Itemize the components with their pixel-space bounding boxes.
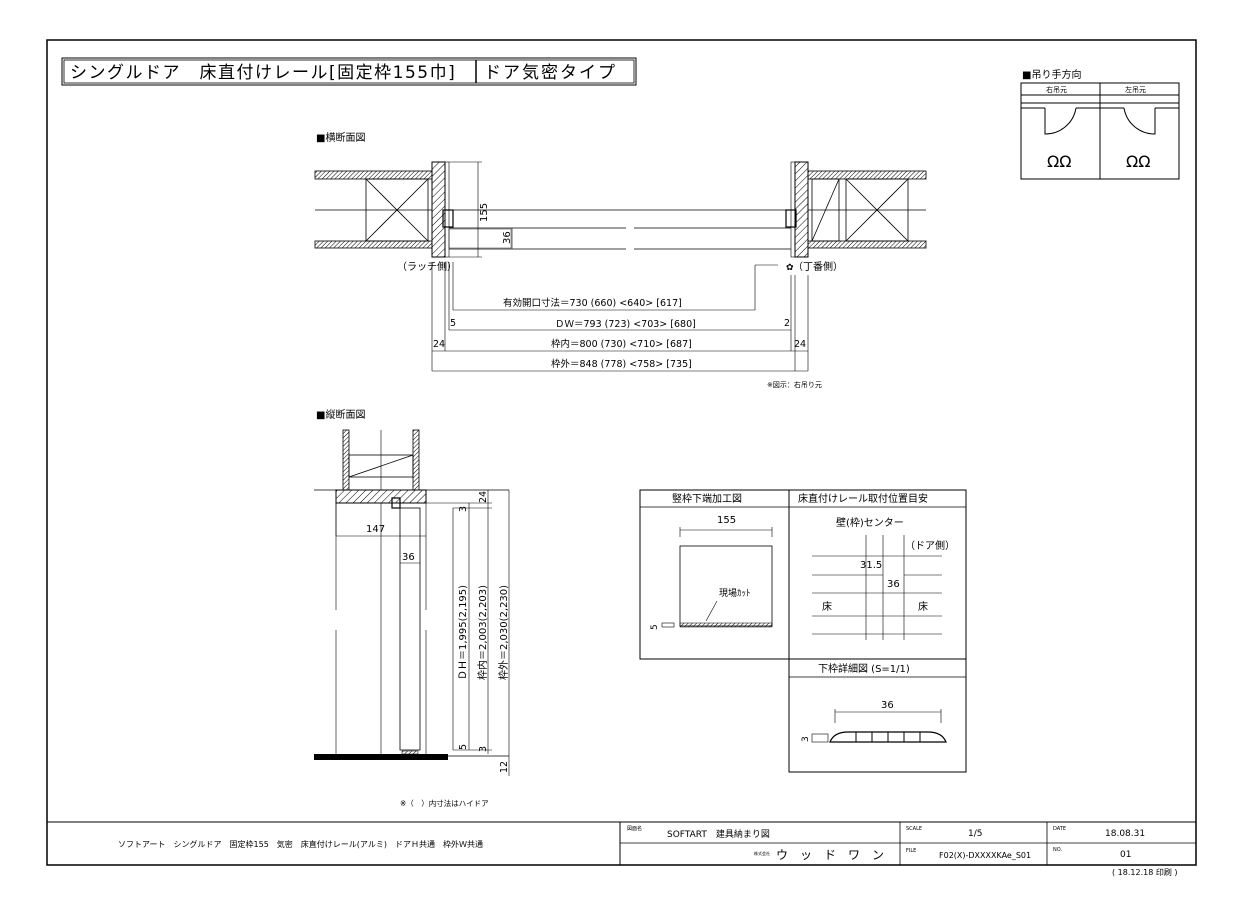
detail-c-dim-3: 3 [801,736,811,742]
detail-b-heading: 床直付けレール取付位置目安 [798,492,928,505]
detail-b-floor-left: 床 [822,600,832,613]
detail-c-heading: 下枠詳細図 (S=1/1) [818,662,910,675]
elev-dh-dim: ＤＨ＝1,995(2,195) [458,585,469,680]
title-block-scale: 1/5 [968,829,982,839]
elev-dim-3-top: 3 [458,506,469,512]
elev-dim-36: 36 [402,552,415,563]
detail-b-dim-36: 36 [887,579,900,590]
hinge-panel-heading: ■吊り手方向 [1022,68,1081,81]
elev-frame-inner-dim: 枠内＝2,003(2,203) [476,585,489,680]
plan-opening-dim: 有効開口寸法＝730 (660) <640> [617] [503,297,682,309]
plan-section: ■横断面図 155 36 [314,131,927,389]
hinge-side-label: （丁番側） [793,260,843,273]
floor-line [314,754,448,760]
plan-heading: ■横断面図 [316,131,365,144]
title-block-date: 18.08.31 [1105,829,1145,839]
plan-dim-2: 2 [784,318,790,329]
title-block-name-label: 図面名 [627,825,642,832]
door-swing-right [1044,107,1077,135]
detail-panels: 竪枠下端加工図 155 現場ｶｯﾄ 5 床直付けレール取付位置目安 壁(枠)セン… [639,489,967,773]
title-main: シングルドア 床直付けレール[固定枠155巾] [70,63,456,83]
title-block: ソフトアート シングルドア 固定枠155 気密 床直付けレール(アルミ) ドアＨ… [47,821,1196,877]
detail-b-door-side: （ドア側） [905,539,955,552]
frame-bottom-cut [679,545,773,627]
detail-a-dim-155: 155 [717,515,736,526]
plan-frame-inner-dim: 枠内＝800 (730) <710> [687] [551,338,692,350]
sheet-border [46,39,1197,866]
hinge-left-label: 左吊元 [1125,85,1146,94]
title-block-file-label: FILE [906,848,916,854]
detail-c-dim-36: 36 [881,700,894,711]
elev-dim-3-bottom: 3 [478,746,489,752]
title-block-company: ウ ッ ド ワ ン [776,848,884,862]
detail-b-floor-right: 床 [918,600,928,613]
door-swing-left [1123,107,1156,135]
elev-dim-147: 147 [366,524,385,535]
elev-dim-5: 5 [458,744,469,750]
drawing-title: シングルドア 床直付けレール[固定枠155巾] ドア気密タイプ [61,57,637,86]
plan-dim-24-left: 24 [433,339,445,350]
title-block-description: ソフトアート シングルドア 固定枠155 気密 床直付けレール(アルミ) ドアＨ… [118,839,483,849]
latch-side-label: （ラッチ側） [397,260,457,273]
title-block-file: F02(X)-DXXXXKAe_S01 [939,851,1031,860]
title-block-name: SOFTART 建具納まり図 [667,828,770,840]
elevation-heading: ■縦断面図 [316,408,365,421]
hinge-side-frame [794,161,809,258]
plan-note: ※図示：右吊り元 [767,380,822,389]
plan-dim-5: 5 [450,318,456,329]
footprints-right-icon: ΩΩ [1047,152,1071,171]
elevation-note: ※（ ）内寸法はハイドア [400,798,489,808]
plan-dim-155: 155 [479,203,490,222]
detail-a-field-cut: 現場ｶｯﾄ [719,587,751,599]
footprints-left-icon: ΩΩ [1126,152,1150,171]
elev-frame-outer-dim: 枠外＝2,030(2,230) [497,585,510,680]
door-leaf-edge [399,507,421,751]
detail-b-dim-315: 31.5 [860,560,882,571]
detail-a-dim-5: 5 [650,624,660,630]
elevation-section: ■縦断面図 147 36 [314,408,510,808]
plan-dim-24-right: 24 [794,339,806,350]
title-block-date-label: DATE [1053,826,1066,832]
detail-b-wall-center: 壁(枠)センター [836,516,904,529]
elev-dim-12: 12 [499,761,510,773]
head-frame [335,489,427,504]
title-block-printed: ( 18.12.18 印刷 ) [1112,868,1178,877]
hinge-right-label: 右吊元 [1046,85,1067,94]
plan-dim-36: 36 [502,231,513,244]
hinge-direction-panel: ■吊り手方向 右吊元 左吊元 ΩΩ ΩΩ [1020,68,1180,180]
floor-rail-profile [829,731,947,743]
detail-a-heading: 竪枠下端加工図 [672,492,742,505]
hinge-pin-icon: ✿ [786,263,794,273]
plan-dw-dim: ＤＷ＝793 (723) <703> [680] [555,319,696,330]
plan-frame-outer-dim: 枠外＝848 (778) <758> [735] [551,358,692,370]
title-badge: ドア気密タイプ [484,63,617,83]
title-box [61,57,637,86]
elev-dim-24: 24 [478,491,489,503]
title-box-inner [63,59,635,84]
title-block-company-label: 株式会社 [754,850,770,856]
title-block-no: 01 [1120,850,1131,860]
title-block-scale-label: SCALE [906,826,922,832]
title-block-no-label: NO. [1053,847,1062,853]
